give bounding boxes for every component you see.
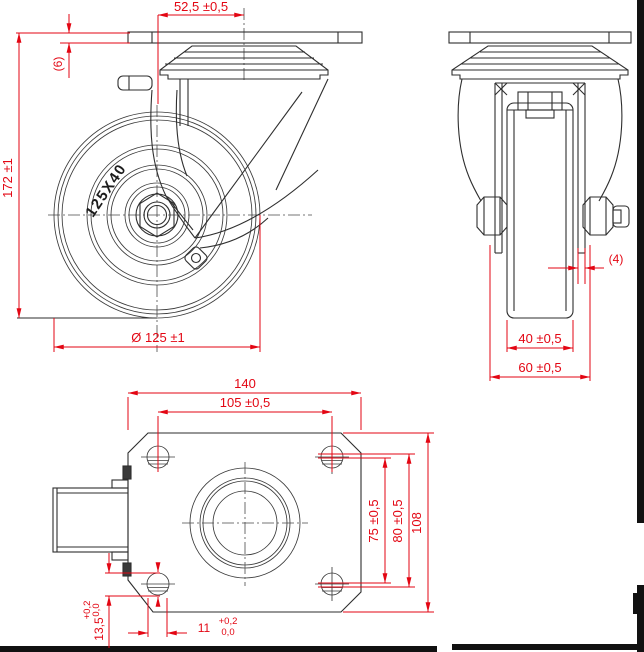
top-plate-front xyxy=(127,31,363,44)
dim-label-plate-thickness: (6) xyxy=(51,57,65,72)
fork-side xyxy=(457,78,623,254)
dim-label-slot-length: 13,5 xyxy=(92,617,106,641)
dim-plate-width xyxy=(127,390,362,430)
axle-nut-right xyxy=(582,196,630,236)
swivel-head-side xyxy=(451,45,629,80)
dim-label-fork-width: 60 ±0,5 xyxy=(518,360,561,375)
wheel-size-marking: 125X40 xyxy=(82,161,130,221)
dim-label-wheel-width: 40 ±0,5 xyxy=(518,331,561,346)
dim-swivel-offset xyxy=(157,12,245,104)
brake-pedal xyxy=(52,465,132,577)
fork-front xyxy=(117,75,329,249)
dim-bolt-spacing-y xyxy=(318,432,434,613)
bottom-view xyxy=(52,432,362,613)
dim-fork-width xyxy=(489,245,591,381)
dim-slot-width xyxy=(128,598,187,637)
dim-label-plate-depth: 108 xyxy=(409,512,424,534)
axle-nut-left xyxy=(476,196,508,236)
dim-label-slot-width: 11 xyxy=(198,621,211,635)
dimensions: 52,5 ±0,5 (6) 172 ±1 Ø 125 ±1 (4) xyxy=(0,0,623,648)
dim-label-overall-height: 172 ±1 xyxy=(0,158,15,198)
dim-plate-thickness xyxy=(16,14,130,78)
dim-label-bolt-spacing-x: 105 ±0,5 xyxy=(220,395,271,410)
dim-label-slot-length-tol-plus: +0,2 xyxy=(82,601,93,620)
wheel-front xyxy=(53,111,261,319)
dim-wheel-width xyxy=(506,320,574,352)
swivel-head-front xyxy=(159,45,329,80)
dim-label-swivel-offset: 52,5 ±0,5 xyxy=(174,0,228,14)
wheel-side xyxy=(506,102,574,319)
top-plate-side xyxy=(448,31,632,44)
mounting-hole-bottom-right xyxy=(315,567,349,601)
dim-wheel-diameter xyxy=(53,215,261,352)
dim-label-slot-width-tol-minus: 0,0 xyxy=(221,627,234,638)
dim-label-slot-width-tol-plus: +0,2 xyxy=(219,616,238,627)
dim-label-plate-width: 140 xyxy=(234,376,256,391)
dim-label-wheel-diameter: Ø 125 ±1 xyxy=(131,330,184,345)
dim-slot-length xyxy=(105,553,161,648)
mounting-plate-outline xyxy=(127,432,362,613)
dim-label-bolt-spacing-y2: 80 ±0,5 xyxy=(390,499,405,542)
grease-fitting xyxy=(184,246,208,270)
mounting-hole-bottom-left xyxy=(141,572,175,596)
axle-hub-front xyxy=(135,192,179,238)
dim-leg-thickness xyxy=(548,248,604,284)
dim-label-bolt-spacing-y1: 75 ±0,5 xyxy=(366,499,381,542)
side-view xyxy=(448,31,632,319)
dim-label-slot-length-tol-minus: 0,0 xyxy=(91,603,102,616)
dim-label-leg-thickness: (4) xyxy=(609,252,624,266)
